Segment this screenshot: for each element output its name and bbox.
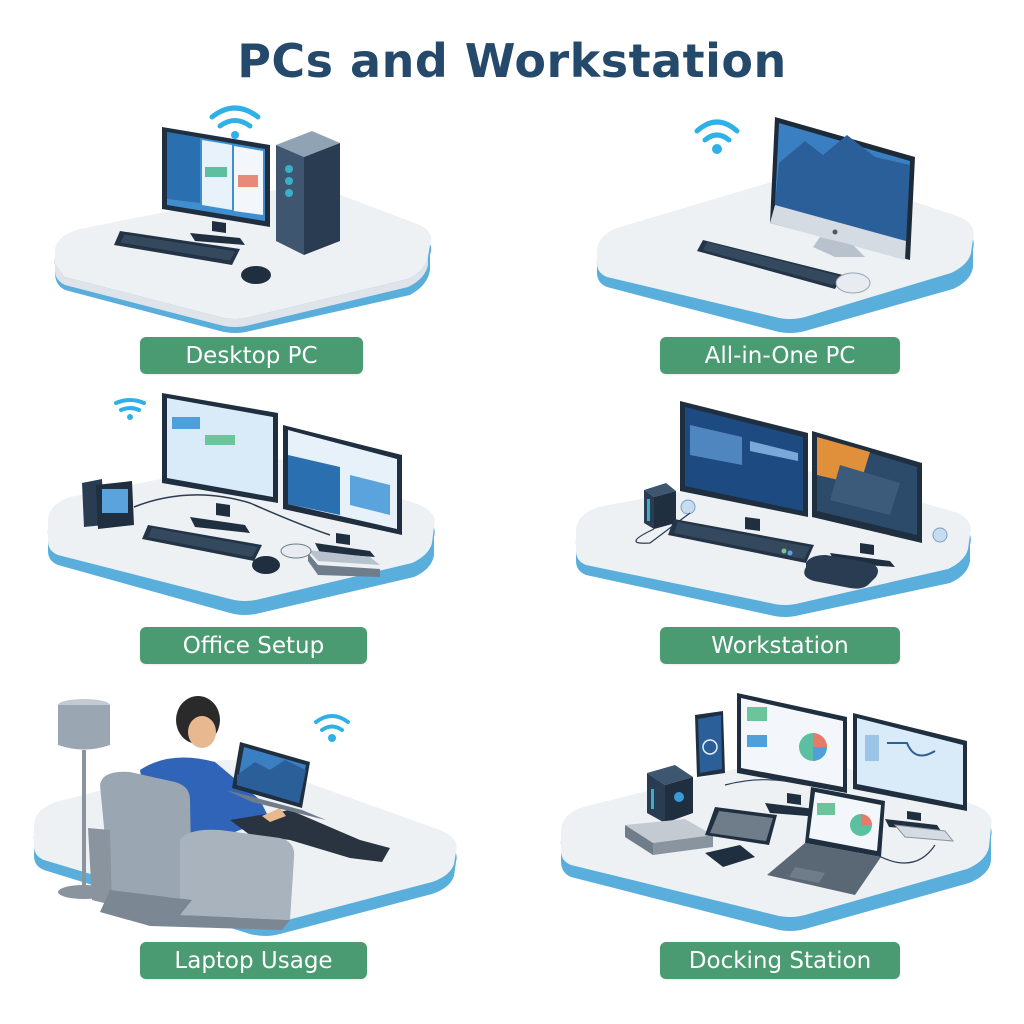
monitor-icon	[283, 425, 402, 557]
dock-icon	[647, 765, 693, 823]
keyboard-icon	[668, 519, 814, 563]
mouse-icon	[252, 556, 280, 574]
mouse-pad-icon	[280, 543, 312, 559]
external-drive-icon	[625, 819, 713, 855]
label-office-setup: Office Setup	[140, 627, 367, 664]
monitor-icon	[853, 713, 967, 831]
keyboard-icon	[142, 525, 262, 561]
desk-phone-icon	[82, 479, 134, 529]
mouse-pad-icon	[804, 555, 878, 589]
wifi-icon	[314, 714, 350, 742]
monitor-icon	[162, 393, 278, 533]
wifi-icon	[209, 105, 261, 139]
tablet-icon	[705, 807, 777, 845]
mouse-icon	[835, 272, 871, 294]
label-workstation: Workstation	[660, 627, 900, 664]
tower-icon	[276, 131, 340, 255]
keyboard-icon	[697, 240, 843, 289]
page-title: PCs and Workstation	[237, 34, 787, 88]
speaker-icon	[644, 483, 676, 529]
all-in-one-monitor-icon	[770, 117, 915, 260]
smartphone-icon	[695, 711, 725, 777]
office-setup-scene	[40, 385, 460, 620]
laptop-icon	[226, 742, 326, 820]
monitor-icon	[162, 127, 270, 245]
armchair-icon	[88, 771, 295, 930]
label-desktop-pc: Desktop PC	[140, 337, 363, 374]
monitor-icon	[812, 431, 922, 567]
all-in-one-pc-scene	[585, 105, 985, 340]
docking-hub-icon	[308, 550, 380, 577]
label-docking-station: Docking Station	[660, 942, 900, 979]
laptop-usage-scene	[30, 690, 470, 940]
wifi-icon	[694, 119, 740, 154]
usb-hub-icon	[893, 824, 955, 842]
mouse-icon	[241, 266, 271, 284]
desktop-pc-scene	[40, 95, 460, 340]
label-all-in-one-pc: All-in-One PC	[660, 337, 900, 374]
laptop-icon	[767, 787, 885, 895]
docking-station-scene	[555, 685, 1000, 940]
wifi-icon	[114, 398, 146, 420]
keyboard-icon	[114, 231, 240, 265]
webcam-icon	[932, 527, 948, 543]
numpad-icon	[705, 845, 755, 867]
label-laptop-usage: Laptop Usage	[140, 942, 367, 979]
workstation-scene	[570, 395, 990, 620]
monitor-icon	[737, 693, 847, 817]
webcam-icon	[680, 499, 696, 515]
